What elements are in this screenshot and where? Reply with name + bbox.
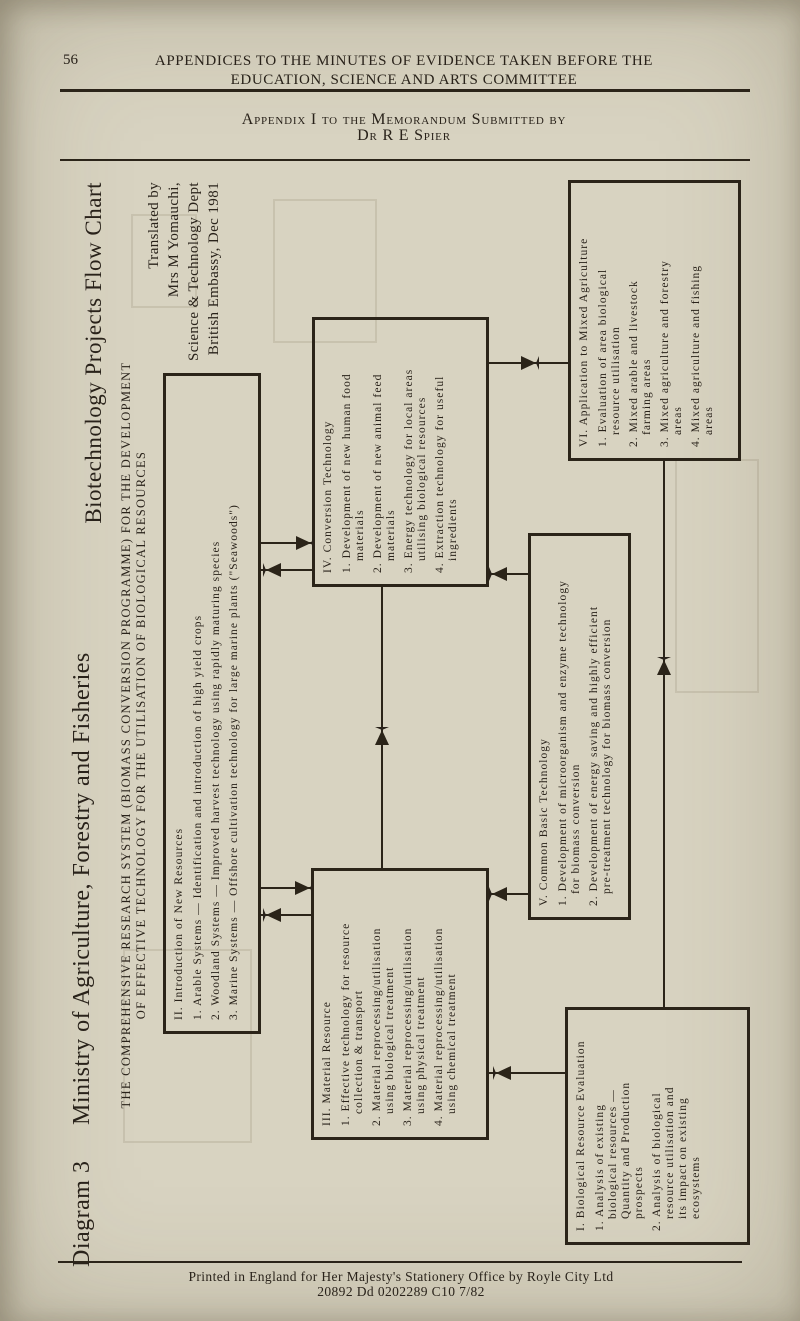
arrowhead-toward-box-vi: [521, 356, 539, 370]
arrowhead-into-box-iii: [493, 1066, 511, 1080]
credit-line: Science & Technology Dept: [186, 182, 202, 362]
appendix-heading-line2: Dr R E Spier: [357, 127, 451, 144]
diagram-label: Diagram 3: [69, 1160, 95, 1267]
arrowhead-into-box-ii: [263, 563, 281, 577]
box-title: III. Material Resource: [321, 1001, 333, 1126]
committee-header-line2: EDUCATION, SCIENCE AND ARTS COMMITTEE: [230, 72, 578, 88]
arrowhead-into-box-iii: [489, 887, 507, 901]
box-item: 1. Arable Systems — Identification and i…: [192, 614, 204, 1020]
printer-imprint-line1: Printed in England for Her Majesty's Sta…: [188, 1269, 614, 1284]
committee-header-line1: APPENDICES TO THE MINUTES OF EVIDENCE TA…: [154, 53, 654, 69]
flow-chart-rotated-canvas: Diagram 3 Ministry of Agriculture, Fores…: [43, 178, 788, 1293]
print-through-ghost: [675, 459, 759, 693]
arrowhead-into-box-iii: [295, 881, 313, 895]
arrowhead-into-box-iv: [296, 536, 314, 550]
box-title: IV. Conversion Technology: [322, 420, 334, 573]
box-item: 2. Woodland Systems — Improved harvest t…: [210, 540, 222, 1020]
box-item: 1. Development of microorganism and enzy…: [557, 580, 582, 906]
diagram-subtitle-line2: OF EFFECTIVE TECHNOLOGY FOR THE UTILISAT…: [133, 450, 148, 1020]
flow-box-iv-conversion-technology: IV. Conversion Technology 1. Development …: [312, 317, 489, 587]
arrowhead-toward-box-iv: [375, 727, 389, 745]
box-item: 3. Marine Systems — Offshore cultivation…: [228, 504, 240, 1020]
page-number: 56: [63, 52, 78, 68]
box-title: I. Biological Resource Evaluation: [575, 1040, 587, 1232]
connector-i-to-vi: [663, 461, 665, 1007]
header-rule: [60, 89, 750, 92]
flow-box-ii-introduction-of-new-resources: II. Introduction of New Resources 1. Arab…: [163, 373, 261, 1034]
arrowhead-into-box-ii: [263, 908, 281, 922]
flow-box-iii-material-resource: III. Material Resource 1. Effective techn…: [311, 868, 489, 1140]
appendix-rule: [60, 159, 750, 161]
diagram-subtitle-line1: THE COMPREHENSIVE RESEARCH SYSTEM (BIOMA…: [119, 361, 133, 1109]
box-title: V. Common Basic Technology: [538, 738, 550, 906]
footer-rule: [58, 1261, 742, 1263]
box-title: II. Introduction of New Resources: [173, 827, 185, 1020]
box-item: 2. Development of energy saving and high…: [588, 605, 613, 906]
appendix-heading-line1: Appendix I to the Memorandum Submitted b…: [241, 111, 567, 128]
arrowhead-toward-box-vi: [657, 657, 671, 675]
credit-line: Mrs M Yomauchi,: [166, 182, 182, 298]
diagram-title-ministry: Ministry of Agriculture, Forestry and Fi…: [69, 652, 95, 1125]
credit-line: British Embassy, Dec 1981: [206, 182, 222, 356]
credit-line: Translated by: [146, 182, 162, 269]
flow-box-vi-application-to-mixed-agriculture: VI. Application to Mixed Agriculture 1. E…: [568, 180, 741, 461]
flow-box-i-biological-resource-evaluation: I. Biological Resource Evaluation 1. Anal…: [565, 1007, 750, 1245]
diagram-title-flowchart: Biotechnology Projects Flow Chart: [81, 182, 106, 524]
flow-box-v-common-basic-technology: V. Common Basic Technology 1. Development…: [528, 533, 631, 920]
arrowhead-into-box-iv: [489, 567, 507, 581]
printer-imprint-line2: 20892 Dd 0202289 C10 7/82: [317, 1284, 485, 1299]
box-title: VI. Application to Mixed Agriculture: [578, 237, 590, 447]
